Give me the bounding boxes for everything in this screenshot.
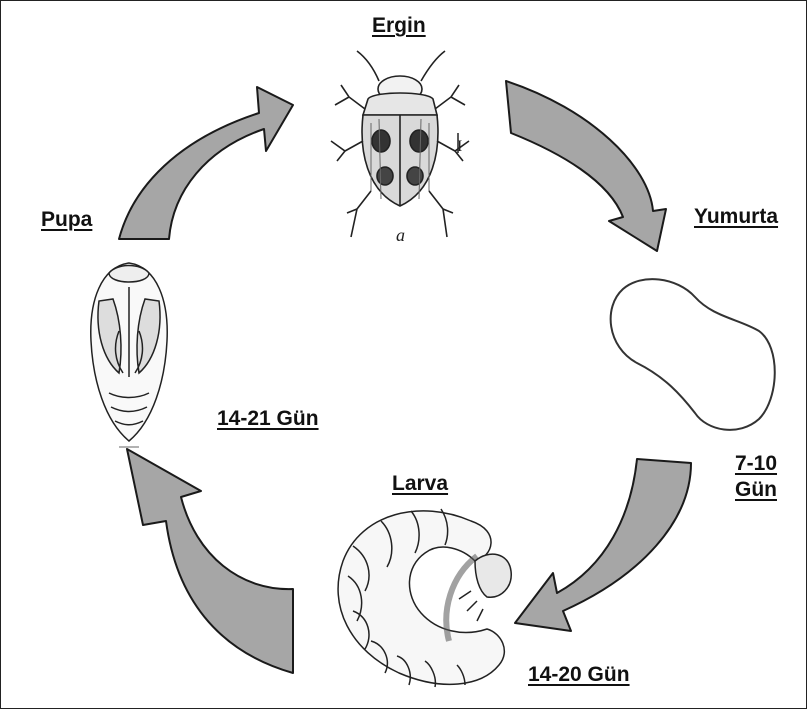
larva-illustration	[338, 509, 511, 687]
adult-beetle-illustration	[331, 51, 469, 237]
adult-scale-mark: I	[457, 138, 462, 155]
arrow-larva-to-pupa	[127, 449, 293, 673]
arrow-pupa-to-adult	[119, 87, 293, 239]
pupa-illustration	[91, 263, 167, 447]
arrow-adult-to-egg	[506, 81, 666, 251]
egg-illustration	[611, 279, 775, 430]
arrow-egg-to-larva	[515, 459, 691, 631]
adult-panel-letter: a	[396, 225, 405, 245]
